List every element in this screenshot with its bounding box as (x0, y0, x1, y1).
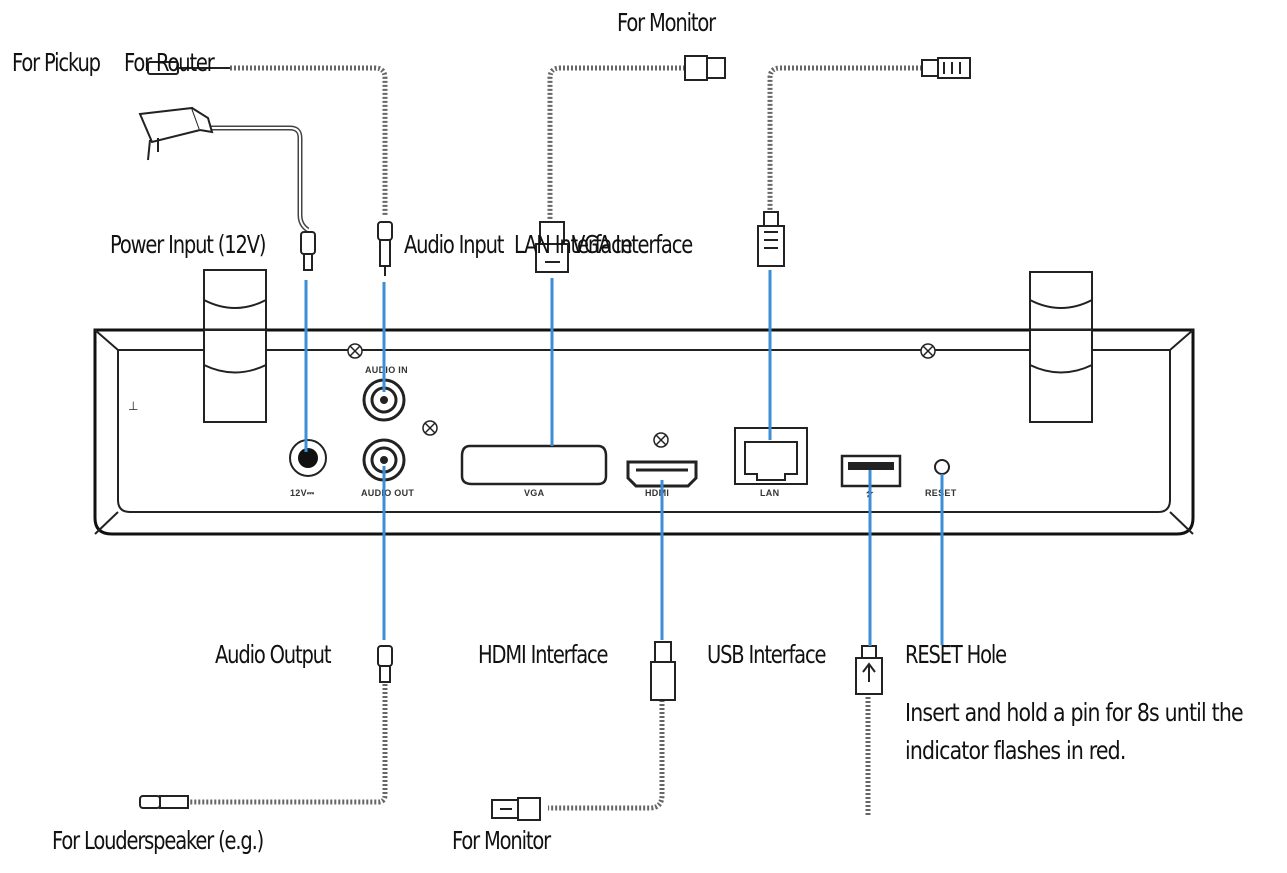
cables (190, 65, 922, 815)
rca-plug-icon (147, 61, 230, 75)
audio-out-jack: AUDIO OUT (361, 438, 414, 498)
svg-text:AUDIO OUT: AUDIO OUT (361, 488, 414, 498)
cable-power (210, 125, 310, 233)
svg-text:AUDIO IN: AUDIO IN (365, 365, 408, 375)
cable-hdmi (548, 700, 665, 811)
svg-text:12V⎓: 12V⎓ (290, 488, 315, 498)
reset-note-line1: Insert and hold a pin for 8s until the (905, 698, 1244, 727)
power-jack: 12V⎓ (289, 439, 327, 498)
reset-note-line2: indicator flashes in red. (905, 736, 1126, 765)
dc-plug-icon (300, 231, 316, 271)
hdmi-plug-icon (491, 641, 676, 821)
leader-lines (304, 270, 944, 646)
svg-text:VGA: VGA (524, 488, 545, 498)
vga-plug-icon (535, 55, 726, 273)
rca-plug-icon (377, 221, 393, 276)
label-for-loudspeaker: For Louderspeaker (e.g.) (52, 826, 264, 855)
label-audio-output: Audio Output (215, 640, 331, 669)
cable-audio-output (190, 680, 388, 805)
label-for-router: For Router (124, 48, 215, 77)
nvr-rear-panel: ⊥ 12V⎓ AUDIO IN AUDIO OUT (93, 269, 1195, 536)
svg-text:HDMI: HDMI (645, 488, 669, 498)
label-for-monitor-top: For Monitor (617, 8, 716, 37)
usb-plug-icon (855, 645, 883, 695)
label-reset-hole: RESET Hole (905, 640, 1007, 669)
cable-audio-input (230, 65, 388, 215)
label-audio-input: Audio Input (404, 230, 504, 259)
label-usb-interface: USB Interface (707, 640, 826, 669)
rca-plug-icon (139, 645, 393, 809)
svg-text:LAN: LAN (760, 488, 779, 498)
label-for-monitor-bottom: For Monitor (452, 826, 551, 855)
power-adapter-icon (138, 106, 214, 161)
vga-port: VGA (460, 444, 608, 498)
label-hdmi-interface: HDMI Interface (478, 640, 609, 669)
label-for-pickup: For Pickup (12, 48, 101, 77)
label-lan-interface: LAN Interface (514, 230, 633, 259)
svg-text:⊥: ⊥ (128, 399, 138, 413)
label-power-input: Power Input (12V) (110, 230, 267, 259)
screw-icon (347, 343, 936, 448)
label-vga-interface: VGA Interface (572, 230, 693, 259)
hdmi-port: HDMI (626, 460, 698, 498)
cable-lan (767, 65, 922, 210)
audio-in-jack: AUDIO IN (362, 365, 408, 422)
cable-vga (547, 65, 685, 220)
rj45-plug-icon (757, 57, 971, 267)
